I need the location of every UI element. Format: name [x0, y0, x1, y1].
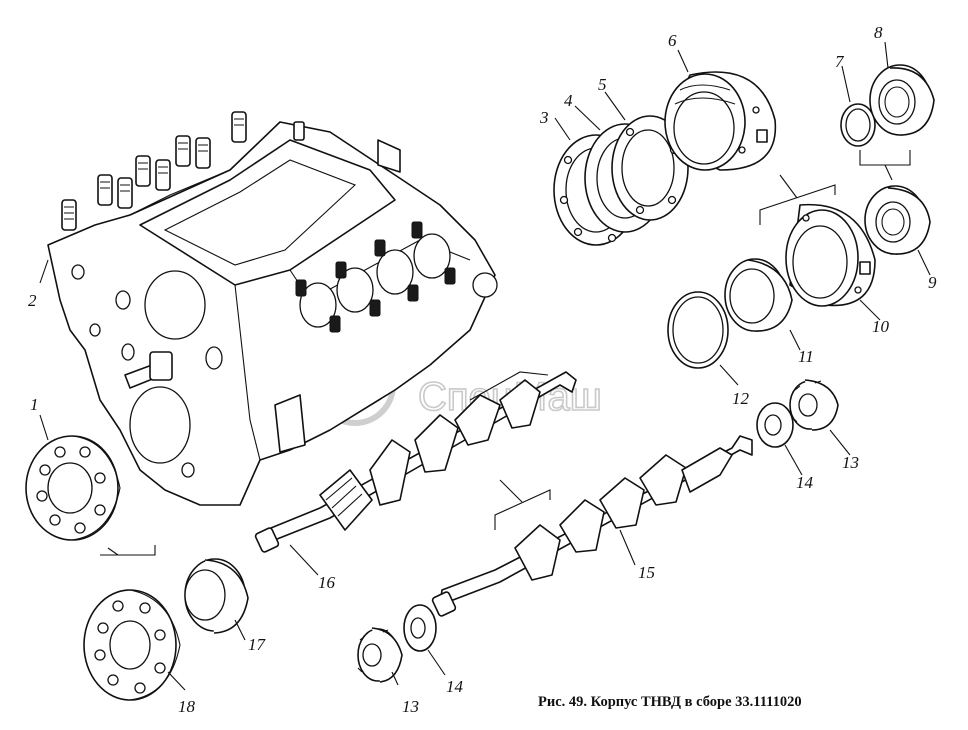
callout-13-upper: 13 — [842, 453, 859, 472]
callout-7: 7 — [835, 52, 845, 71]
part-6-bearing-housing — [664, 71, 777, 171]
figure-caption: Рис. 49. Корпус ТНВД в сборе 33.1111020 — [538, 694, 802, 710]
part-8-bearing — [869, 64, 935, 136]
callout-18: 18 — [178, 697, 196, 716]
part-15-camshaft — [431, 435, 753, 617]
callout-10: 10 — [872, 317, 890, 336]
callout-1: 1 — [30, 395, 39, 414]
part-18-flange — [83, 589, 181, 701]
part-9-bearing — [864, 185, 931, 255]
callout-14-upper: 14 — [796, 473, 814, 492]
callout-16: 16 — [318, 573, 336, 592]
callout-labels: 2 1 3 4 5 6 7 8 9 10 11 12 13 14 15 16 1… — [28, 23, 937, 716]
callout-6: 6 — [668, 31, 677, 50]
part-14-washer-lower — [403, 604, 437, 652]
part-13-nut-upper — [789, 379, 839, 431]
part-12-o-ring — [667, 291, 729, 369]
assembly-brackets — [100, 150, 911, 556]
callout-4: 4 — [564, 91, 573, 110]
callout-8: 8 — [874, 23, 883, 42]
callout-12: 12 — [732, 389, 750, 408]
callout-3: 3 — [539, 108, 549, 127]
callout-15: 15 — [638, 563, 655, 582]
callout-13-lower: 13 — [402, 697, 419, 716]
part-14-washer-upper — [756, 402, 794, 448]
pump-housing — [47, 111, 498, 506]
callout-2: 2 — [28, 291, 37, 310]
part-7-snap-ring — [840, 103, 876, 147]
part-16-camshaft — [254, 371, 577, 553]
part-13-nut-lower — [357, 627, 403, 683]
callout-17: 17 — [248, 635, 267, 654]
leader-lines — [39, 41, 931, 691]
callout-5: 5 — [598, 75, 607, 94]
callout-11: 11 — [798, 347, 814, 366]
part-11-ring — [724, 258, 793, 332]
part-1-flange — [25, 435, 121, 541]
callout-9: 9 — [928, 273, 937, 292]
part-10-bearing-cover — [785, 203, 876, 307]
part-17-ring — [184, 558, 249, 634]
callout-14-lower: 14 — [446, 677, 464, 696]
